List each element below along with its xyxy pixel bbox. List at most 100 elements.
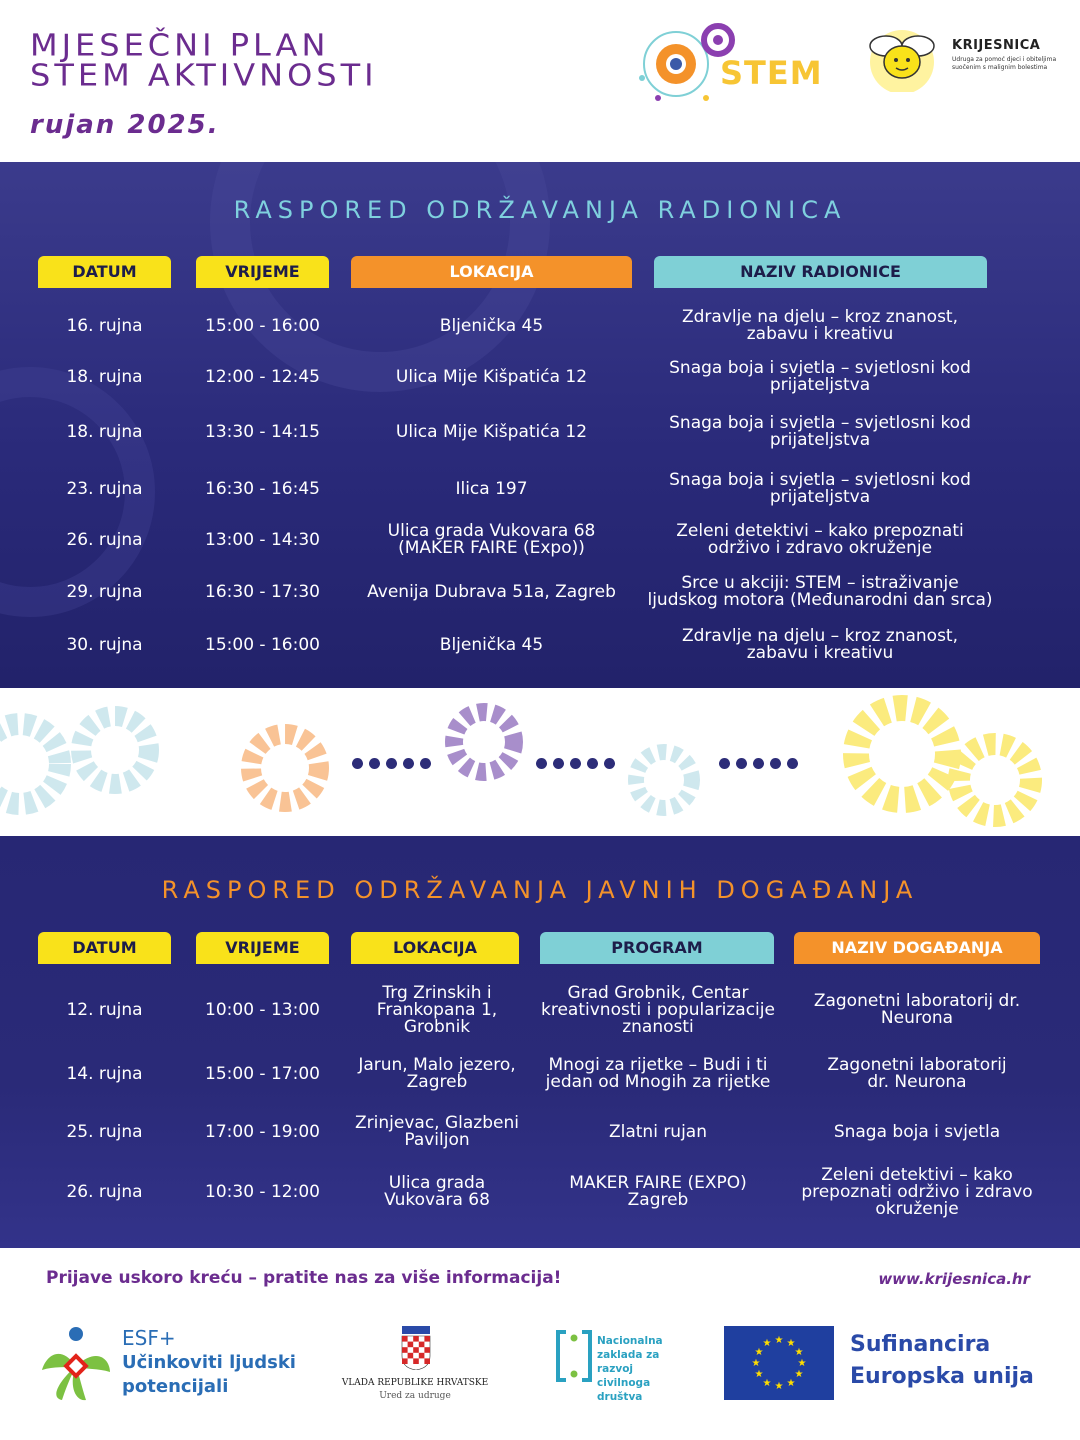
dot	[536, 758, 547, 769]
title-line-1: MJESEČNI PLAN	[30, 26, 330, 64]
events-header-lokacija: LOKACIJA	[351, 932, 519, 964]
event-naziv-cell: Zagonetni laboratorij dr. Neurona	[827, 1055, 1007, 1092]
workshop-lokacija-cell: Ulica Mije Kišpatića 12	[395, 421, 588, 442]
dot	[420, 758, 431, 769]
event-lokacija-cell: Zrinjevac, Glazbeni Paviljon	[355, 1113, 519, 1150]
event-datum-cell: 14. rujna	[66, 1063, 143, 1084]
header: MJESEČNI PLAN STEM AKTIVNOSTI rujan 2025…	[0, 0, 1080, 160]
event-vrijeme-cell: 15:00 - 17:00	[205, 1063, 320, 1084]
background-gears-icon	[0, 162, 550, 617]
stem-gears-logo-icon	[639, 23, 735, 101]
event-naziv-cell: Snaga boja i svjetla	[833, 1121, 1001, 1142]
workshops-header-naziv: NAZIV RADIONICE	[654, 256, 987, 288]
nzrcd-bracket-logo-icon	[556, 1330, 592, 1382]
workshop-vrijeme-cell: 13:00 - 14:30	[205, 529, 320, 550]
svg-text:★: ★	[752, 1358, 761, 1369]
dot	[386, 758, 397, 769]
vlada-line-1: VLADA REPUBLIKE HRVATSKE	[341, 1378, 489, 1388]
event-vrijeme-cell: 10:30 - 12:00	[205, 1181, 320, 1202]
footer: Prijave uskoro kreću – pratite nas za vi…	[0, 1248, 1080, 1440]
svg-text:★: ★	[795, 1347, 804, 1358]
workshop-lokacija-cell: Ulica Mije Kišpatića 12	[395, 366, 588, 387]
workshop-datum-cell: 30. rujna	[66, 634, 143, 655]
event-vrijeme-cell: 10:00 - 13:00	[205, 999, 320, 1020]
nzrcd-text: Nacionalna zaklada za razvoj civilnoga d…	[597, 1335, 663, 1403]
workshop-naziv-cell: Zdravlje na djelu – kroz znanost, zabavu…	[682, 626, 958, 663]
workshop-naziv-cell: Zdravlje na djelu – kroz znanost, zabavu…	[682, 307, 958, 344]
svg-text:★: ★	[795, 1369, 804, 1380]
event-lokacija-cell: Jarun, Malo jezero, Zagreb	[358, 1055, 516, 1092]
eu-flag-icon: ★★★★ ★★★★ ★★★★	[724, 1326, 834, 1400]
org-name: KRIJESNICA	[952, 38, 1041, 53]
svg-text:★: ★	[787, 1378, 796, 1389]
workshops-header-lokacija: LOKACIJA	[351, 256, 632, 288]
workshop-lokacija-cell: Ilica 197	[455, 478, 528, 499]
workshop-vrijeme-cell: 13:30 - 14:15	[205, 421, 320, 442]
vlada-line-2: Ured za udruge	[379, 1391, 451, 1401]
event-lokacija-cell: Trg Zrinskih i Frankopana 1, Grobnik	[376, 982, 498, 1037]
workshops-title: RASPORED ODRŽAVANJA RADIONICA	[233, 196, 847, 224]
dot	[553, 758, 564, 769]
svg-text:★: ★	[763, 1378, 772, 1389]
dot	[736, 758, 747, 769]
workshops-header-datum: DATUM	[38, 256, 171, 288]
workshop-datum-cell: 23. rujna	[66, 478, 143, 499]
workshop-naziv-cell: Snaga boja i svjetla – svjetlosni kod pr…	[669, 358, 971, 395]
events-section: RASPORED ODRŽAVANJA JAVNIH DOGAĐANJA DAT…	[0, 836, 1080, 1248]
event-datum-cell: 26. rujna	[66, 1181, 143, 1202]
dot	[770, 758, 781, 769]
workshop-datum-cell: 16. rujna	[66, 315, 143, 336]
events-header-naziv: NAZIV DOGAĐANJA	[794, 932, 1040, 964]
month-subtitle: rujan 2025.	[30, 110, 220, 140]
workshop-vrijeme-cell: 15:00 - 16:00	[205, 315, 320, 336]
esf-line-2: potencijali	[122, 1376, 229, 1397]
event-program-cell: Zlatni rujan	[608, 1121, 708, 1142]
workshop-naziv-cell: Zeleni detektivi – kako prepoznati održi…	[676, 521, 964, 558]
workshop-naziv-cell: Snaga boja i svjetla – svjetlosni kod pr…	[669, 413, 971, 450]
esf-line-1: Učinkoviti ljudski	[122, 1352, 296, 1373]
event-vrijeme-cell: 17:00 - 19:00	[205, 1121, 320, 1142]
dot	[604, 758, 615, 769]
workshop-datum-cell: 29. rujna	[66, 581, 143, 602]
events-header-datum: DATUM	[38, 932, 171, 964]
dot	[719, 758, 730, 769]
workshop-naziv-cell: Srce u akciji: STEM – istraživanje ljuds…	[647, 573, 993, 610]
event-naziv-cell: Zeleni detektivi – kako prepoznati održi…	[801, 1164, 1033, 1219]
svg-text:★: ★	[763, 1338, 772, 1349]
svg-text:★: ★	[787, 1338, 796, 1349]
esf-title: ESF+	[122, 1326, 176, 1350]
event-program-cell: Mnogi za rijetke – Budi i ti jedan od Mn…	[545, 1055, 771, 1092]
event-lokacija-cell: Ulica grada Vukovara 68	[384, 1173, 490, 1210]
events-header-program: PROGRAM	[540, 932, 774, 964]
dot	[587, 758, 598, 769]
dot	[753, 758, 764, 769]
dot	[787, 758, 798, 769]
announcement-text: Prijave uskoro kreću – pratite nas za vi…	[46, 1268, 562, 1288]
workshop-lokacija-cell: Bljenička 45	[439, 634, 544, 655]
event-program-cell: Grad Grobnik, Centar kreativnosti i popu…	[541, 982, 775, 1037]
event-datum-cell: 25. rujna	[66, 1121, 143, 1142]
workshops-header-vrijeme: VRIJEME	[196, 256, 329, 288]
workshop-datum-cell: 18. rujna	[66, 366, 143, 387]
dot	[570, 758, 581, 769]
gears-divider	[0, 688, 1080, 836]
eu-line-1: Sufinancira	[850, 1332, 991, 1357]
svg-text:★: ★	[775, 1381, 784, 1392]
events-header-vrijeme: VRIJEME	[196, 932, 329, 964]
eu-line-2: Europska unija	[850, 1364, 1034, 1389]
workshop-lokacija-cell: Bljenička 45	[439, 315, 544, 336]
workshops-section: RASPORED ODRŽAVANJA RADIONICA DATUM VRIJ…	[0, 162, 1080, 688]
workshop-vrijeme-cell: 12:00 - 12:45	[205, 366, 320, 387]
dot	[403, 758, 414, 769]
title-line-2: STEM AKTIVNOSTI	[30, 56, 378, 94]
event-program-cell: MAKER FAIRE (EXPO) Zagreb	[569, 1173, 747, 1210]
workshop-datum-cell: 18. rujna	[66, 421, 143, 442]
croatian-coat-of-arms-icon	[401, 1326, 431, 1370]
dot	[369, 758, 380, 769]
svg-text:★: ★	[798, 1358, 807, 1369]
stem-logo-text: STEM	[720, 54, 823, 92]
workshop-datum-cell: 26. rujna	[66, 529, 143, 550]
gears-decoration-icon	[0, 695, 1042, 827]
workshop-vrijeme-cell: 16:30 - 17:30	[205, 581, 320, 602]
website-link[interactable]: www.krijesnica.hr	[878, 1270, 1030, 1288]
